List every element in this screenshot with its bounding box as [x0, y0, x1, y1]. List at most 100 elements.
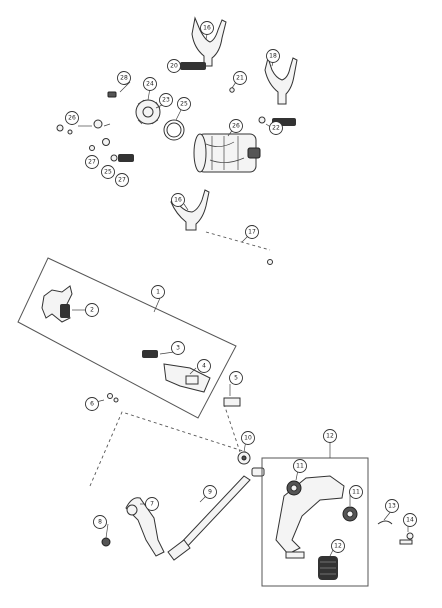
svg-text:5: 5 [234, 375, 238, 382]
small-bolt [107, 91, 117, 98]
callout-2: 2 [85, 303, 99, 317]
spring-2 [142, 350, 158, 358]
callout-22: 22 [269, 121, 283, 135]
svg-text:18: 18 [269, 53, 277, 60]
shift-cam [135, 99, 161, 125]
svg-text:17: 17 [248, 229, 256, 236]
svg-text:6: 6 [90, 401, 94, 408]
svg-text:10: 10 [244, 435, 252, 442]
svg-text:8: 8 [98, 519, 102, 526]
rod-end-10 [237, 451, 251, 465]
group-12-box [261, 457, 369, 587]
callout-25-top: 25 [177, 97, 191, 111]
callout-28-top: 28 [117, 71, 131, 85]
callout-26-left: 26 [65, 111, 79, 125]
svg-text:27: 27 [118, 177, 126, 184]
svg-text:28: 28 [120, 75, 128, 82]
bolt-14 [406, 532, 414, 540]
callout-10: 10 [241, 431, 255, 445]
joint-12-top [251, 467, 265, 477]
svg-text:12: 12 [326, 433, 334, 440]
svg-text:25: 25 [180, 101, 188, 108]
bearing-11a [286, 480, 302, 496]
callout-12-box: 12 [323, 429, 337, 443]
svg-text:4: 4 [202, 363, 206, 370]
shift-drum [193, 133, 261, 173]
callout-17: 17 [245, 225, 259, 239]
callout-8: 8 [93, 515, 107, 529]
callout-23: 23 [159, 93, 173, 107]
callout-20: 20 [167, 59, 181, 73]
svg-text:25: 25 [104, 169, 112, 176]
callout-16-top: 16 [200, 21, 214, 35]
callout-18: 18 [266, 49, 280, 63]
svg-text:20: 20 [170, 63, 178, 70]
svg-text:7: 7 [150, 501, 154, 508]
callout-25-mid: 25 [101, 165, 115, 179]
callout-13: 13 [385, 499, 399, 513]
pin-6 [107, 393, 113, 399]
svg-text:16: 16 [174, 197, 182, 204]
svg-text:21: 21 [236, 75, 244, 82]
svg-text:9: 9 [208, 489, 212, 496]
dashed-guide-2 [223, 403, 241, 453]
callout-27-low: 27 [115, 173, 129, 187]
svg-text:16: 16 [203, 25, 211, 32]
spring-left [180, 62, 206, 70]
callout-14: 14 [403, 513, 417, 527]
svg-text:13: 13 [388, 503, 396, 510]
svg-text:26: 26 [232, 123, 240, 130]
svg-text:12: 12 [334, 543, 342, 550]
shift-fork-right [264, 56, 298, 105]
callout-27-mid: 27 [85, 155, 99, 169]
dashed-guide-1 [89, 411, 247, 487]
svg-text:11: 11 [296, 463, 304, 470]
shaft-17-line [205, 231, 271, 251]
svg-text:23: 23 [162, 97, 170, 104]
pin-small [229, 87, 235, 93]
callout-12-footpeg: 12 [331, 539, 345, 553]
shift-fork-top [191, 16, 227, 67]
group-1-box [17, 257, 237, 419]
callout-11-lower: 11 [349, 485, 363, 499]
svg-text:24: 24 [146, 81, 154, 88]
washers-left [56, 119, 110, 151]
callout-7: 7 [145, 497, 159, 511]
svg-text:27: 27 [88, 159, 96, 166]
screw-14 [399, 539, 413, 545]
callout-1: 1 [151, 285, 165, 299]
callout-16-low: 16 [171, 193, 185, 207]
callout-6: 6 [85, 397, 99, 411]
callout-9: 9 [203, 485, 217, 499]
nut-8 [101, 537, 111, 547]
footpeg-12 [318, 556, 338, 580]
pin-6b [113, 397, 119, 403]
svg-text:14: 14 [406, 517, 414, 524]
svg-text:11: 11 [352, 489, 360, 496]
bearing-11b [342, 506, 358, 522]
svg-text:26: 26 [68, 115, 76, 122]
shift-fork-lower [170, 189, 210, 231]
svg-text:2: 2 [90, 307, 94, 314]
pivot-bolt [285, 551, 305, 559]
bolt-right [258, 116, 266, 124]
callout-24: 24 [143, 77, 157, 91]
shift-lever [125, 497, 165, 557]
callout-5: 5 [229, 371, 243, 385]
svg-text:1: 1 [156, 289, 160, 296]
callout-3: 3 [171, 341, 185, 355]
bolt-5 [223, 397, 241, 407]
callout-11-upper: 11 [293, 459, 307, 473]
shift-shaft-arm [41, 285, 73, 323]
leader-lines [72, 33, 409, 557]
spring-detent [110, 154, 134, 162]
svg-text:22: 22 [272, 125, 280, 132]
shaft-17-end [267, 259, 273, 265]
linkage-rod [167, 475, 251, 561]
callout-4: 4 [197, 359, 211, 373]
part-4-plate [163, 363, 211, 393]
clip-13 [377, 520, 393, 525]
callout-26-drum: 26 [229, 119, 243, 133]
svg-text:3: 3 [176, 345, 180, 352]
